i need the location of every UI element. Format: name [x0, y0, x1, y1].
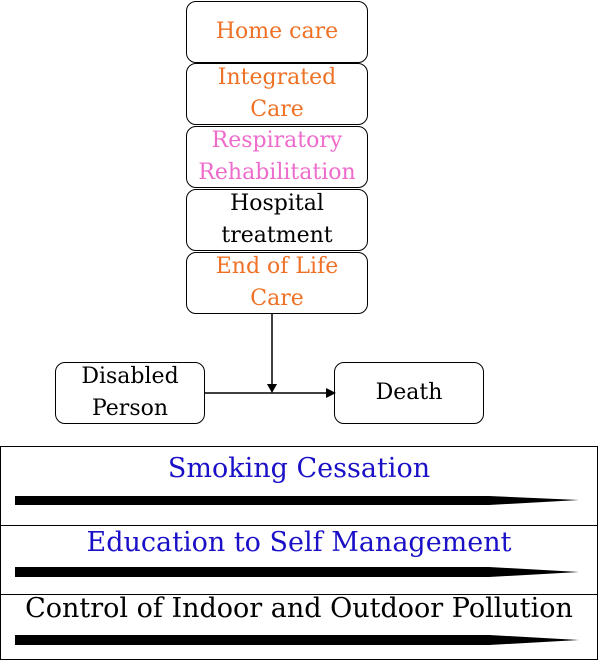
- respiratory-rehabilitation-box: Respiratory Rehabilitation: [186, 126, 368, 188]
- smoking-cessation-label: Smoking Cessation: [167, 453, 431, 484]
- end-of-life-care-label: End of Life Care: [215, 254, 339, 311]
- home-care-label: Home care: [215, 19, 339, 44]
- integrated-care-label: Integrated Care: [217, 65, 337, 122]
- pollution-control-band: Control of Indoor and Outdoor Pollution: [0, 593, 598, 660]
- self-management-band: Education to Self Management: [0, 525, 598, 594]
- respiratory-rehabilitation-label: Respiratory Rehabilitation: [198, 128, 356, 185]
- smoking-cessation-arrow: [15, 496, 579, 505]
- disabled-to-death-arrowhead: [326, 388, 336, 398]
- disabled-person-box: Disabled Person: [55, 362, 205, 424]
- self-management-label: Education to Self Management: [86, 527, 512, 558]
- death-box: Death: [334, 362, 484, 424]
- smoking-cessation-band: Smoking Cessation: [0, 446, 598, 525]
- integrated-care-box: Integrated Care: [186, 63, 368, 125]
- hospital-treatment-label: Hospital treatment: [221, 191, 333, 248]
- pollution-control-arrow: [15, 635, 579, 645]
- end-of-life-care-box: End of Life Care: [186, 252, 368, 314]
- self-management-arrow: [15, 567, 579, 577]
- hospital-treatment-box: Hospital treatment: [186, 189, 368, 251]
- death-label: Death: [375, 380, 443, 405]
- home-care-box: Home care: [186, 1, 368, 63]
- stack-to-flow-arrowhead: [267, 384, 277, 393]
- disabled-person-label: Disabled Person: [81, 364, 179, 421]
- pollution-control-label: Control of Indoor and Outdoor Pollution: [25, 593, 573, 624]
